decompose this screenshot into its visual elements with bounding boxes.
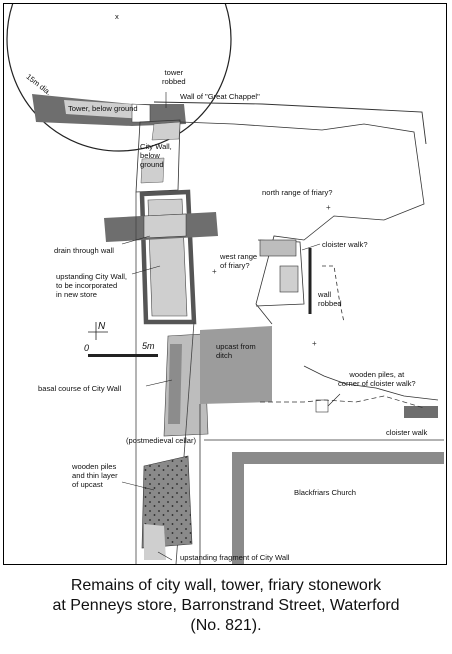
label-cloister-walk: cloister walk <box>386 428 428 437</box>
leader-cloister <box>301 243 321 251</box>
label-scale-0: 0 <box>84 343 90 353</box>
great-chappel-wall <box>153 101 427 145</box>
leader-piles-upcast <box>121 481 155 491</box>
leader-piles-corner <box>327 393 341 407</box>
site-plan: + + + <box>6 4 444 564</box>
label-west-range: west range of friary? <box>220 252 258 270</box>
basal-course-dark <box>168 344 182 424</box>
plus-mark-2: + <box>312 339 317 348</box>
label-upstanding: upstanding City Wall, to be incorporated… <box>56 272 128 299</box>
label-north: N <box>98 321 106 332</box>
label-wall-robbed: wall robbed <box>318 290 342 308</box>
label-basal: basal course of City Wall <box>38 384 122 393</box>
label-city-wall-below: City Wall, below ground <box>140 142 172 169</box>
leader-drain <box>121 235 151 245</box>
label-fragment: upstanding fragment of City Wall <box>180 553 290 562</box>
plus-mark-3: + <box>326 203 331 212</box>
cloister-dash-2 <box>260 395 425 409</box>
piles-upcast-area <box>141 455 193 549</box>
city-wall-below-fill2 <box>151 121 181 141</box>
label-north-range: north range of friary? <box>262 188 333 197</box>
label-cloister-walk-q: cloister walk? <box>322 240 368 249</box>
label-blackfriars: Blackfriars Church <box>294 488 357 497</box>
cloister-walk-block <box>404 406 438 418</box>
label-postmedieval: (postmedieval cellar) <box>126 436 197 445</box>
label-drain: drain through wall <box>54 246 114 255</box>
caption-line-1: Remains of city wall, tower, friary ston… <box>70 577 382 594</box>
label-x: x <box>115 12 119 21</box>
label-upcast: upcast from ditch <box>216 342 256 360</box>
label-scale-5m: 5m <box>142 341 155 351</box>
label-tower-below: Tower, below ground <box>68 104 138 113</box>
scale-bar <box>88 354 158 357</box>
plus-mark-1: + <box>212 267 217 276</box>
figure-caption: Remains of city wall, tower, friary ston… <box>0 576 452 636</box>
caption-line-2: at Penneys store, Barronstrand Street, W… <box>52 597 400 614</box>
label-tower-robbed: tower robbed <box>162 68 186 86</box>
label-great-chappel: Wall of "Great Chappel" <box>180 92 260 101</box>
tower-band-light <box>64 100 144 119</box>
cloister-dash <box>322 265 345 323</box>
label-piles-upcast: wooden piles and thin layer of upcast <box>72 462 118 489</box>
leader-upstanding <box>131 265 161 275</box>
cloister-walk-right <box>303 365 439 401</box>
leader-basal <box>145 379 173 387</box>
upcast-ditch <box>200 326 272 404</box>
plan-frame: + + + x 15m dia. tower robbed Wall of "G… <box>3 3 447 565</box>
city-wall-below-fill <box>140 157 165 184</box>
tower-circle <box>6 4 232 152</box>
piles-corner-mark <box>315 399 329 413</box>
label-piles-corner: wooden piles, at corner of cloister walk… <box>338 370 416 388</box>
cloister-block-2 <box>279 265 299 293</box>
drain-band-inner <box>143 213 187 239</box>
cloister-block <box>259 239 297 257</box>
city-wall-below <box>135 119 181 193</box>
caption-line-3: (No. 821). <box>190 617 262 634</box>
blackfriars-wall <box>232 452 444 564</box>
fragment-light <box>144 524 166 560</box>
tower-gap <box>131 103 151 123</box>
leader-fragment <box>157 551 173 561</box>
